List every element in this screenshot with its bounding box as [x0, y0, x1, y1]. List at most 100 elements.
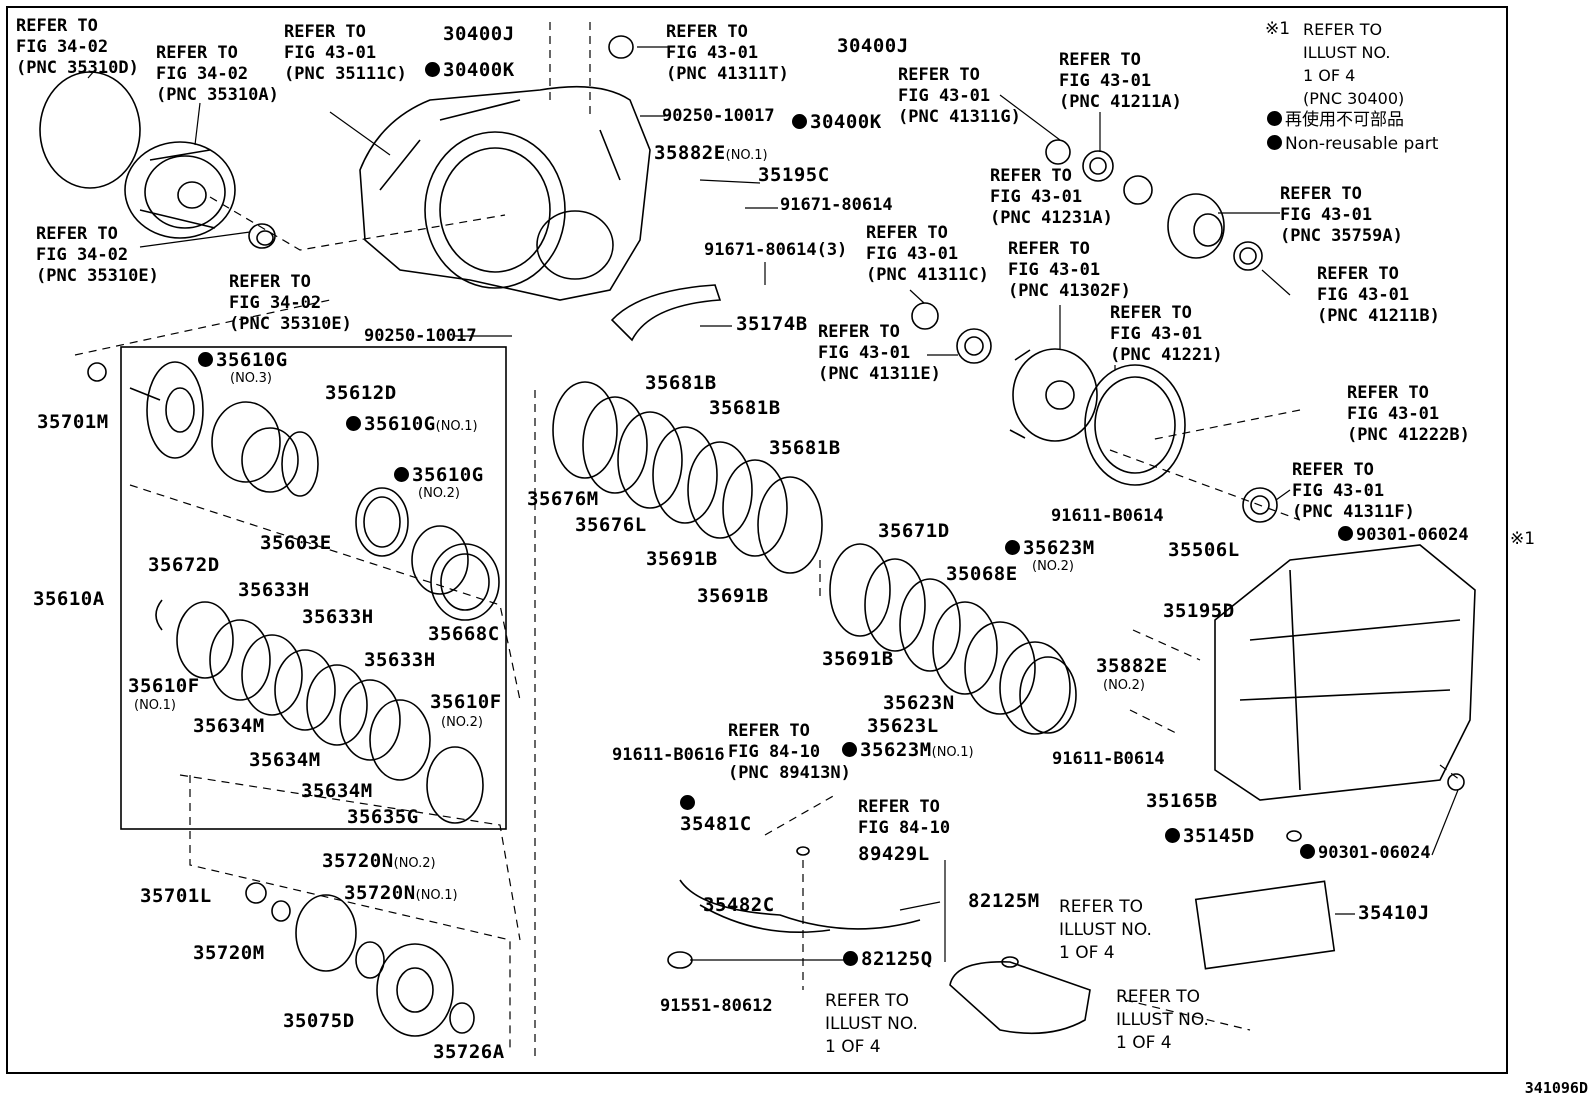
- non-reusable-dot-icon: [1165, 828, 1180, 843]
- part-35481c-label: 35481C: [680, 813, 752, 835]
- part-35633h-b: 35633H: [302, 606, 374, 628]
- suffix-no1: (NO.1): [931, 745, 974, 760]
- part-89429l: 89429L: [858, 843, 930, 865]
- refer-note-text: REFER TO ILLUST NO. 1 OF 4 (PNC 30400): [1303, 20, 1405, 108]
- gear-35075d: [376, 943, 454, 1037]
- part-35145d-text: 35145D: [1183, 825, 1255, 847]
- part-82125m: 82125M: [968, 890, 1040, 912]
- part-35681b-c: 35681B: [769, 437, 841, 459]
- part-35720n-2: 35720N(NO.2): [322, 851, 436, 874]
- non-reusable-dot-icon: [792, 114, 807, 129]
- ref-illust-b: REFER TO ILLUST NO. 1 OF 4: [825, 991, 918, 1057]
- part-35676l: 35676L: [575, 514, 647, 536]
- part-35720n-1-text: 35720N: [344, 882, 416, 904]
- side-mark: ※1: [1510, 529, 1536, 549]
- suffix-no1: (NO.1): [415, 888, 458, 903]
- part-35195d: 35195D: [1163, 600, 1235, 622]
- ref-35111c: REFER TO FIG 43-01 (PNC 35111C): [284, 22, 407, 84]
- part-35726a: 35726A: [433, 1041, 505, 1063]
- ref-35310e-b: REFER TO FIG 34-02 (PNC 35310E): [229, 272, 352, 334]
- ref-41222b: REFER TO FIG 43-01 (PNC 41222B): [1347, 383, 1470, 445]
- part-35634m-b: 35634M: [249, 749, 321, 771]
- figure-code: 341096D: [1524, 1079, 1588, 1097]
- part-90301-a-text: 90301-06024: [1356, 525, 1469, 545]
- non-reusable-dot-icon: [425, 62, 440, 77]
- diagram-frame: [6, 6, 1508, 1074]
- part-35506l: 35506L: [1168, 539, 1240, 561]
- part-35691b-b: 35691B: [697, 585, 769, 607]
- legend-en: Non-reusable part: [1267, 133, 1438, 156]
- part-35720n-2-text: 35720N: [322, 850, 394, 872]
- ring-gear-41221: [1084, 364, 1186, 486]
- non-reusable-dot-icon: [1005, 540, 1020, 555]
- part-90301-b: 90301-06024: [1300, 843, 1431, 864]
- part-30400k-b-text: 30400K: [810, 111, 882, 133]
- non-reusable-dot-icon: [1338, 526, 1353, 541]
- part-35882e-1: 35882E(NO.1): [654, 143, 768, 166]
- part-35691b-c: 35691B: [822, 648, 894, 670]
- part-35610g-3-text: 35610G: [216, 349, 288, 371]
- suffix-no1: (NO.1): [134, 698, 176, 713]
- part-91611-b0616: 91611-B0616: [612, 745, 725, 765]
- part-91611-b0614-b: 91611-B0614: [1052, 749, 1165, 769]
- ref-41311e: REFER TO FIG 43-01 (PNC 41311E): [818, 322, 941, 384]
- part-35681b-b: 35681B: [709, 397, 781, 419]
- non-reusable-dot-icon: [680, 795, 695, 810]
- part-35635g: 35635G: [347, 806, 419, 828]
- part-82125q: 82125Q: [843, 949, 933, 970]
- differential-case: [1009, 348, 1098, 442]
- ref-41302f: REFER TO FIG 43-01 (PNC 41302F): [1008, 239, 1131, 301]
- gear-35720m: [295, 894, 357, 972]
- refer-note-mark: ※1: [1265, 19, 1291, 39]
- part-90301-a: 90301-06024: [1338, 525, 1469, 546]
- o-ring-35310d: [39, 71, 141, 189]
- gear-35759a: [1167, 193, 1225, 259]
- part-90301-b-text: 90301-06024: [1318, 843, 1431, 863]
- valve-body-35410j: [1194, 880, 1336, 970]
- seal-35310e: [248, 223, 276, 249]
- part-35882e-1-text: 35882E: [654, 142, 726, 164]
- oil-strainer: [949, 961, 1091, 1035]
- part-35068e: 35068E: [946, 563, 1018, 585]
- part-35701l: 35701L: [140, 885, 212, 907]
- part-90250-a: 90250-10017: [662, 106, 775, 126]
- part-91671-b: 91671-80614(3): [704, 240, 848, 260]
- part-35610g-3: 35610G: [198, 350, 288, 371]
- part-35610g-1-text: 35610G: [364, 413, 436, 435]
- part-30400k-b: 30400K: [792, 112, 882, 133]
- part-35676m: 35676M: [527, 488, 599, 510]
- part-35701m: 35701M: [37, 411, 109, 433]
- part-35145d: 35145D: [1165, 826, 1255, 847]
- ref-41311c: REFER TO FIG 43-01 (PNC 41311C): [866, 223, 989, 285]
- part-35691b-a: 35691B: [646, 548, 718, 570]
- suffix-no2: (NO.2): [1032, 559, 1074, 574]
- input-shaft-gear: [129, 361, 204, 459]
- ref-illust-c: REFER TO ILLUST NO. 1 OF 4: [1116, 987, 1209, 1053]
- part-35623m-1-text: 35623M: [860, 739, 932, 761]
- part-35612d: 35612D: [325, 382, 397, 404]
- part-35610g-2-text: 35610G: [412, 464, 484, 486]
- non-reusable-dot-icon: [1267, 111, 1282, 126]
- part-35195c: 35195C: [758, 164, 830, 186]
- part-35603e: 35603E: [260, 532, 332, 554]
- guide-35174b: [610, 284, 722, 342]
- ref-35759a: REFER TO FIG 43-01 (PNC 35759A): [1280, 184, 1403, 246]
- part-91671-a: 91671-80614: [780, 195, 893, 215]
- part-30400k-a-text: 30400K: [443, 59, 515, 81]
- part-35633h-c: 35633H: [364, 649, 436, 671]
- legend-jp-text: 再使用不可部品: [1285, 110, 1404, 130]
- part-35882e-2: 35882E: [1096, 655, 1168, 677]
- ref-89413n: REFER TO FIG 84-10 (PNC 89413N): [728, 721, 851, 783]
- part-91611-b0614-a: 91611-B0614: [1051, 506, 1164, 526]
- suffix-no2: (NO.2): [418, 486, 460, 501]
- part-35634m-a: 35634M: [193, 715, 265, 737]
- part-30400j-b: 30400J: [837, 35, 909, 57]
- part-35672d: 35672D: [148, 554, 220, 576]
- part-90250-b: 90250-10017: [364, 326, 477, 346]
- non-reusable-dot-icon: [394, 467, 409, 482]
- suffix-no1: (NO.1): [725, 148, 768, 163]
- ref-41211a: REFER TO FIG 43-01 (PNC 41211A): [1059, 50, 1182, 112]
- transaxle-housing: [359, 85, 651, 301]
- wire-harness: [679, 879, 921, 933]
